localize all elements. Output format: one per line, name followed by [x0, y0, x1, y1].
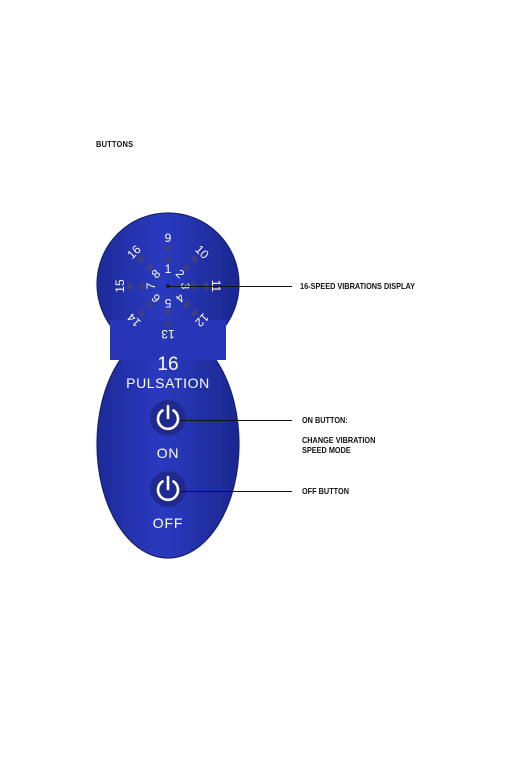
- display-callout-label: 16-SPEED VIBRATIONS DISPLAY: [300, 281, 415, 291]
- speed-led-4: [182, 300, 191, 309]
- speed-led-10: [191, 255, 199, 263]
- speed-led-8: [145, 263, 154, 272]
- on-button-desc-line-2: SPEED MODE: [302, 445, 351, 455]
- speed-led-7: [139, 282, 145, 290]
- page-heading: BUTTONS: [96, 139, 134, 149]
- mode-number: 16: [157, 354, 178, 375]
- off-button-callout-line: [180, 491, 292, 492]
- speed-number-7: 7: [144, 282, 158, 289]
- speed-led-2: [182, 263, 191, 272]
- speed-number-5: 5: [164, 296, 171, 310]
- off-button[interactable]: [150, 471, 186, 507]
- speed-led-12: [191, 309, 199, 317]
- on-button[interactable]: [150, 400, 186, 436]
- on-button-callout-line: [180, 420, 292, 421]
- speed-number-15: 15: [113, 279, 127, 293]
- off-label: OFF: [153, 515, 183, 531]
- speed-led-6: [145, 300, 154, 309]
- off-button-callout-label: OFF BUTTON: [302, 486, 349, 496]
- remote-body: [96, 212, 240, 559]
- speed-led-15: [127, 282, 133, 290]
- on-label: ON: [157, 445, 180, 461]
- on-button-desc-line-1: CHANGE VIBRATION: [302, 435, 376, 445]
- power-icon: [156, 404, 180, 431]
- display-callout-line: [168, 286, 292, 287]
- speed-number-1: 1: [165, 262, 172, 276]
- speed-number-9: 9: [165, 231, 172, 245]
- speed-led-16: [137, 255, 145, 263]
- speed-led-5: [164, 309, 172, 315]
- mode-label: PULSATION: [126, 375, 210, 391]
- on-button-callout-label: ON BUTTON:: [302, 415, 348, 425]
- power-icon: [156, 475, 180, 502]
- speed-led-9: [164, 245, 172, 251]
- speed-led-1: [164, 257, 172, 263]
- speed-led-14: [137, 309, 145, 317]
- speed-number-13: 13: [161, 327, 175, 341]
- speed-led-13: [164, 321, 172, 327]
